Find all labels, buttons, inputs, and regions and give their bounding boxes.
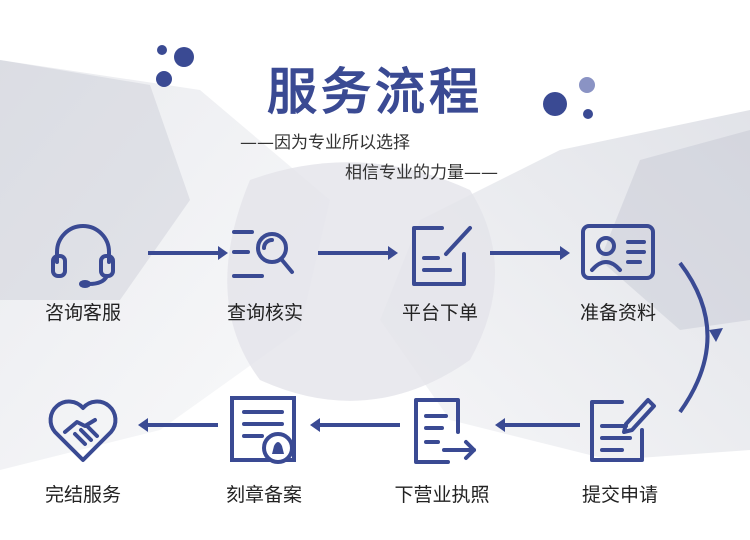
step-label-order: 平台下单: [401, 302, 478, 324]
step-label-prepare: 准备资料: [579, 302, 656, 324]
license-arrow-icon: [414, 398, 476, 464]
step-label-complete: 完结服务: [44, 484, 121, 506]
headset-icon: [51, 224, 115, 288]
subtitle-line-1: ——因为专业所以选择: [240, 133, 410, 153]
step-label-license: 下营业执照: [394, 484, 490, 506]
subtitle-line-2: 相信专业的力量——: [345, 163, 498, 183]
form-pen-icon: [590, 398, 656, 462]
edit-document-icon: [412, 226, 472, 286]
step-label-seal: 刻章备案: [225, 484, 302, 506]
stamp-document-icon: [230, 396, 296, 464]
arrow-4-5-curve: [678, 261, 710, 414]
step-label-consult: 咨询客服: [44, 302, 121, 324]
id-card-icon: [581, 224, 655, 280]
page-title: 服务流程: [267, 63, 483, 121]
step-label-verify: 查询核实: [226, 302, 303, 324]
step-label-submit: 提交申请: [581, 484, 658, 506]
search-list-icon: [232, 230, 294, 278]
handshake-heart-icon: [48, 399, 118, 462]
